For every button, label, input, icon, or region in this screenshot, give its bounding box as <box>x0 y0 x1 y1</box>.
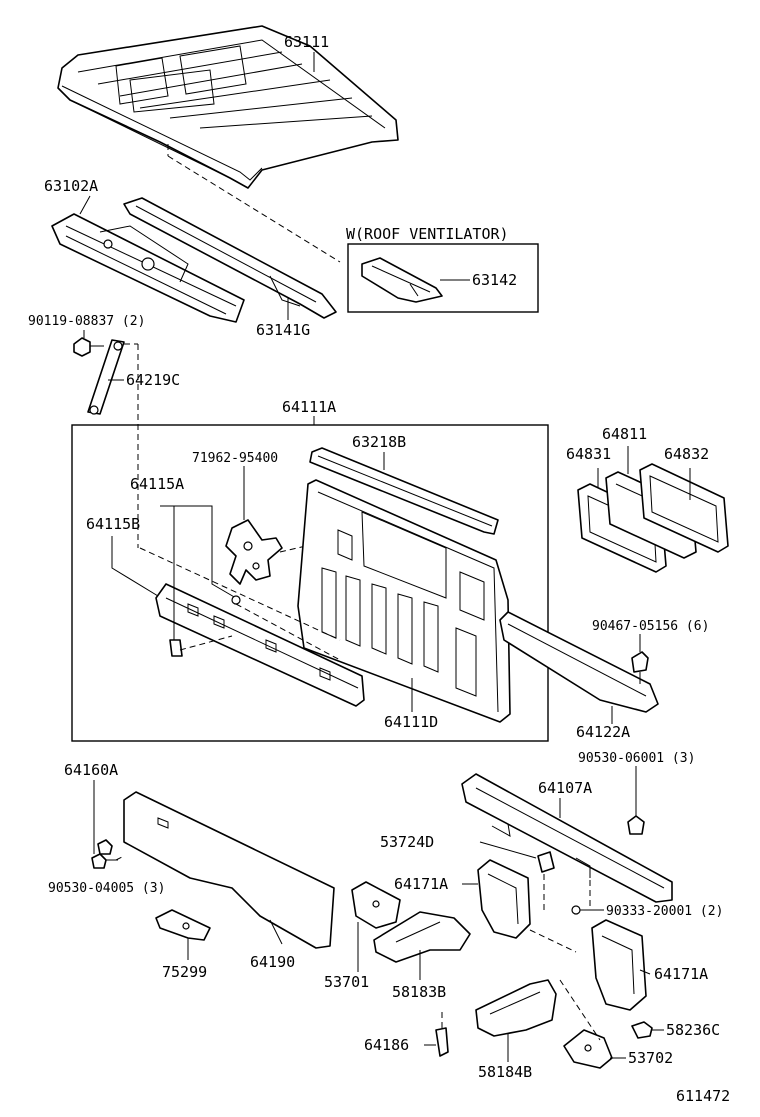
back-panel-assembly-box <box>71 424 549 742</box>
label-64171A-upper: 64171A <box>394 875 449 893</box>
label-64219C: 64219C <box>126 371 181 389</box>
label-58236C: 58236C <box>666 1021 721 1039</box>
floor-member-58183B <box>373 911 471 963</box>
nut-90530-06001 <box>627 815 645 835</box>
bracket-75299 <box>155 909 211 941</box>
label-64832: 64832 <box>664 445 710 463</box>
label-58184B: 58184B <box>478 1063 533 1081</box>
lower-rail-64115B <box>155 583 365 707</box>
gusset-64171A-upper <box>477 859 531 939</box>
clip-58236C <box>631 1021 653 1039</box>
label-64122A: 64122A <box>576 723 631 741</box>
bracket-71962 <box>225 519 283 585</box>
label-53701: 53701 <box>324 973 370 991</box>
label-53702: 53702 <box>628 1049 674 1067</box>
label-64111A: 64111A <box>282 398 337 416</box>
label-90467-05156: 90467-05156 (6) <box>592 619 710 634</box>
upper-strip-63218B <box>309 447 499 535</box>
gusset-64171A-lower <box>591 919 647 1011</box>
back-panel-64111D <box>297 479 511 723</box>
label-64115A: 64115A <box>130 475 185 493</box>
floor-member-58184B <box>475 979 557 1037</box>
label-64831: 64831 <box>566 445 612 463</box>
label-90530-06001: 90530-06001 (3) <box>578 751 696 766</box>
label-63111: 63111 <box>284 33 330 51</box>
roof-rail-63141G <box>123 197 337 319</box>
window-weatherstrip-64832 <box>639 463 729 553</box>
nut-90530-04005 <box>97 839 113 855</box>
bolt-90333 <box>571 905 581 915</box>
label-roof-ventilator: W(ROOF VENTILATOR) <box>346 225 509 243</box>
label-90333-20001: 90333-20001 (2) <box>606 904 724 919</box>
label-75299: 75299 <box>162 963 208 981</box>
label-90530-04005: 90530-04005 (3) <box>48 881 166 896</box>
clip-64115A <box>169 639 183 657</box>
clip-hole <box>231 595 241 605</box>
label-64190: 64190 <box>250 953 296 971</box>
front-header-63102A <box>51 213 245 323</box>
roof-ventilator-box <box>347 243 539 313</box>
label-63218B: 63218B <box>352 433 407 451</box>
label-64107A: 64107A <box>538 779 593 797</box>
trim-board-64190 <box>123 791 335 949</box>
stay-64219C <box>87 339 125 415</box>
clip-64160A <box>91 853 118 869</box>
floor-rail-64122A <box>499 611 659 713</box>
label-63141G: 63141G <box>256 321 311 339</box>
label-64811: 64811 <box>602 425 648 443</box>
crossmember-64107A <box>461 773 673 903</box>
label-64111D: 64111D <box>384 713 439 731</box>
label-53724D: 53724D <box>380 833 435 851</box>
clip-90467 <box>631 651 649 684</box>
label-64186: 64186 <box>364 1036 410 1054</box>
label-64115B: 64115B <box>86 515 141 533</box>
diagram-id: 611472 <box>676 1087 731 1105</box>
label-71962-95400: 71962-95400 <box>192 451 279 466</box>
clip-64186 <box>435 1027 449 1057</box>
label-64171A-lower: 64171A <box>654 965 709 983</box>
bracket-53702 <box>563 1029 613 1069</box>
roof-panel-63111 <box>57 25 399 189</box>
roof-ventilator-bracket-63142 <box>361 257 443 303</box>
label-58183B: 58183B <box>392 983 447 1001</box>
label-63142: 63142 <box>472 271 518 289</box>
bolt-90119 <box>73 337 104 357</box>
bracket-53701 <box>351 881 401 929</box>
label-90119-08837: 90119-08837 (2) <box>28 314 146 329</box>
label-63102A: 63102A <box>44 177 99 195</box>
bracket-53724D <box>537 851 555 873</box>
label-64160A: 64160A <box>64 761 119 779</box>
